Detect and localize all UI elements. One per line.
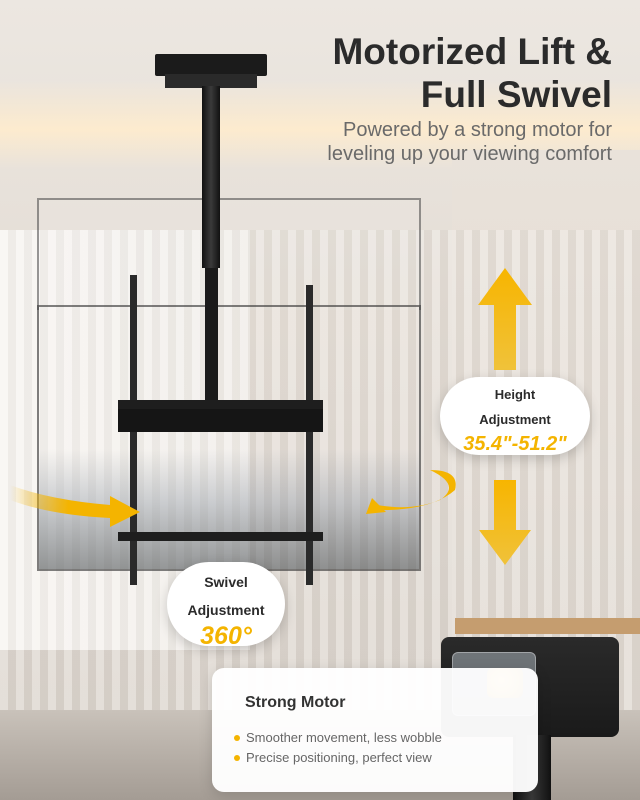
vesa-rail-right <box>306 285 313 585</box>
motor-card-title: Strong Motor <box>245 694 346 711</box>
mount-inner-pole <box>205 268 218 408</box>
headline: Motorized Lift & Full Swivel <box>252 30 612 116</box>
tv-screen-outline <box>37 305 421 571</box>
ceiling-plate <box>155 54 267 76</box>
mount-bar-top <box>118 400 323 409</box>
list-item: Precise positioning, perfect view <box>234 748 442 768</box>
ceiling-plate-base <box>165 74 257 88</box>
motor-bullet-text: Smoother movement, less wobble <box>246 730 442 745</box>
height-badge-label-1: Height <box>494 387 536 402</box>
height-adjustment-badge: Height Adjustment 35.4"-51.2" <box>440 377 590 455</box>
strong-motor-card: Strong Motor Smoother movement, less wob… <box>212 668 538 792</box>
mount-bar-bottom <box>118 532 323 541</box>
up-arrow-icon <box>478 268 532 370</box>
swivel-badge-label-1: Swivel <box>204 574 248 590</box>
mount-pole <box>202 86 220 268</box>
headline-line1: Motorized Lift & <box>332 31 612 72</box>
tv-upper-position-outline <box>37 198 421 310</box>
motor-bullet-text: Precise positioning, perfect view <box>246 750 432 765</box>
swivel-badge-label-2: Adjustment <box>187 602 265 618</box>
wood-shelf <box>455 618 640 634</box>
bullet-dot-icon <box>234 735 240 741</box>
motor-feature-list: Smoother movement, less wobble Precise p… <box>234 728 442 768</box>
swivel-adjustment-badge: Swivel Adjustment 360° <box>167 562 285 650</box>
curved-swivel-arrow-icon <box>10 470 456 527</box>
headline-line2: Full Swivel <box>420 74 612 115</box>
subheadline: Powered by a strong motor for leveling u… <box>252 118 612 166</box>
subheadline-line1: Powered by a strong motor for <box>342 119 612 141</box>
height-badge-label-2: Adjustment <box>479 412 551 427</box>
down-arrow-icon <box>479 480 531 565</box>
list-item: Smoother movement, less wobble <box>234 728 442 748</box>
subheadline-line2: leveling up your viewing comfort <box>327 143 612 165</box>
swivel-badge-value: 360° <box>200 622 252 650</box>
height-badge-value: 35.4"-51.2" <box>463 433 567 455</box>
bullet-dot-icon <box>234 755 240 761</box>
